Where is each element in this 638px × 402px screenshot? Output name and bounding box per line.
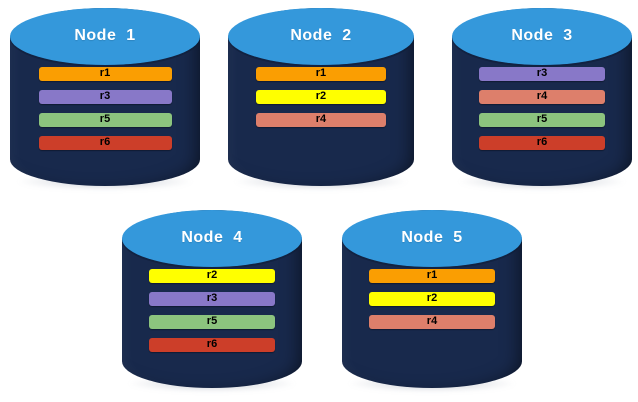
replica-bar[interactable]: r2 [255,89,387,104]
node-title-label: Node 3 [511,27,573,45]
replica-bar[interactable]: r1 [369,268,495,283]
replica-list: r2 r3 r5 r6 [149,268,275,361]
cylinder-top-disc [452,8,632,65]
cylinder-top-disc [342,210,522,267]
node-title-label: Node 4 [181,229,243,247]
database-node-5[interactable]: Node 5 r1 r2 r4 [342,210,522,392]
database-node-2[interactable]: Node 2 r1 r2 r4 [228,8,414,190]
replica-bar[interactable]: r4 [255,112,387,127]
database-node-1[interactable]: Node 1 r1 r3 r5 r6 [10,8,200,190]
replica-bar[interactable]: r5 [149,314,275,329]
replica-bar[interactable]: r1 [38,66,172,81]
node-title-label: Node 1 [74,27,136,45]
replica-bar[interactable]: r6 [479,135,605,150]
database-node-4[interactable]: Node 4 r2 r3 r5 r6 [122,210,302,392]
database-node-3[interactable]: Node 3 r3 r4 r5 r6 [452,8,632,190]
replica-bar[interactable]: r3 [38,89,172,104]
replica-list: r1 r3 r5 r6 [38,66,172,159]
replica-list: r1 r2 r4 [369,268,495,338]
replica-bar[interactable]: r1 [255,66,387,81]
cylinder-top-disc [122,210,302,267]
cylinder-top-disc [10,8,200,65]
node-title-label: Node 5 [401,229,463,247]
replica-bar[interactable]: r4 [369,314,495,329]
replica-list: r3 r4 r5 r6 [479,66,605,159]
replica-bar[interactable]: r2 [369,291,495,306]
replica-bar[interactable]: r6 [38,135,172,150]
cylinder-top-disc [228,8,414,65]
replica-bar[interactable]: r5 [479,112,605,127]
replica-bar[interactable]: r3 [479,66,605,81]
replica-bar[interactable]: r6 [149,337,275,352]
replica-bar[interactable]: r4 [479,89,605,104]
replica-bar[interactable]: r2 [149,268,275,283]
replica-bar[interactable]: r5 [38,112,172,127]
replica-bar[interactable]: r3 [149,291,275,306]
replica-list: r1 r2 r4 [255,66,387,136]
node-title-label: Node 2 [290,27,352,45]
